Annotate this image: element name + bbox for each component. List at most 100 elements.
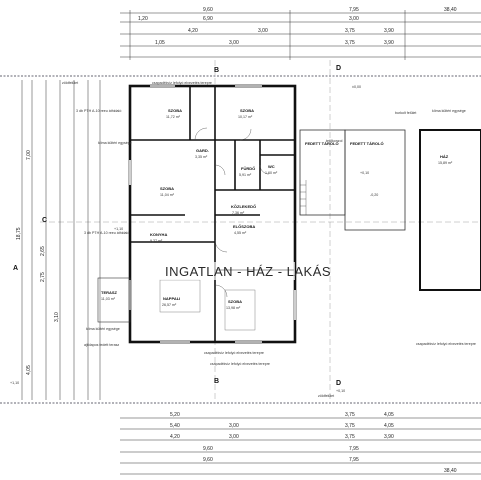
room-2-name: SZOBA bbox=[240, 108, 254, 113]
dim-top-row3-b: 3,00 bbox=[258, 28, 268, 34]
dim-bottom-row4-b: 7,95 bbox=[349, 446, 359, 452]
room-wc-area: 1,60 m² bbox=[265, 171, 278, 175]
room-1-name: SZOBA bbox=[168, 108, 182, 113]
room-living-name: NAPPALI bbox=[163, 296, 180, 301]
room-wc-name: WC bbox=[268, 164, 275, 169]
green-area-label-top: zöldfelület bbox=[62, 81, 78, 85]
dim-bottom-row3-d: 3,90 bbox=[384, 434, 394, 440]
note-gutter-top: csapadékvíz lefolyó elvezetés terepre bbox=[152, 81, 212, 85]
note-pth-top: 3 db PTH A-10 reeu áthidaló bbox=[76, 109, 121, 113]
windows bbox=[129, 85, 296, 343]
axis-d-bottom: D bbox=[336, 380, 341, 387]
room-2-area: 10,17 m² bbox=[238, 115, 253, 119]
note-roof-slab: ajtólapos fedett terasz bbox=[84, 343, 119, 347]
room-bedroom-name: SZOBA bbox=[228, 299, 242, 304]
room-terrace-area: 11,03 m² bbox=[101, 297, 116, 301]
dim-top-row2-b: 6,90 bbox=[203, 16, 213, 22]
level-4: -0,20 bbox=[370, 193, 378, 197]
storage-area-outline bbox=[344, 129, 406, 231]
dim-bottom-total: 38,40 bbox=[444, 468, 457, 474]
watermark: INGATLAN - HÁZ - LAKÁS bbox=[165, 264, 331, 279]
note-climate-right: klíma kültéri egysége bbox=[432, 109, 466, 113]
interior-walls bbox=[130, 86, 295, 342]
dim-left-d: 3,10 bbox=[54, 312, 60, 322]
note-climate-left: klíma kültéri egysége bbox=[98, 141, 132, 145]
terrace-outline bbox=[97, 277, 131, 323]
room-entry-name: ELŐSZOBA bbox=[233, 224, 255, 229]
dim-top-row4-a: 1,05 bbox=[155, 40, 165, 46]
room-corridor-area: 11,04 m² bbox=[160, 193, 175, 197]
note-pth-mid: 3 db PTH A-10 reeu áthidaló bbox=[84, 231, 129, 235]
dim-bottom-row3-b: 3,00 bbox=[229, 434, 239, 440]
axis-b-bottom: B bbox=[214, 378, 219, 385]
watermark-backdrop bbox=[160, 262, 295, 280]
dim-bottom-row2-c: 3,75 bbox=[345, 423, 355, 429]
dim-top-row4-c: 3,75 bbox=[345, 40, 355, 46]
dim-top-1: 9,60 bbox=[203, 7, 213, 13]
room-bath-name: FÜRDŐ bbox=[241, 166, 255, 171]
room-entry-area: 4,55 m² bbox=[234, 231, 247, 235]
room-living-area: 26,57 m² bbox=[162, 303, 177, 307]
dim-top-row4-b: 3,00 bbox=[229, 40, 239, 46]
room-side-name: HÁZ bbox=[440, 154, 449, 159]
room-side-area: 15,89 m² bbox=[438, 161, 453, 165]
level-2: ±0,00 bbox=[352, 85, 361, 89]
dim-top-row2-a: 1,20 bbox=[138, 16, 148, 22]
room-kitchen-area: 9,37 m² bbox=[150, 239, 163, 243]
room-hall-name: KÖZLEKEDŐ bbox=[231, 204, 256, 209]
note-gutter-right: csapadékvíz lefolyó elvezetés terepre bbox=[416, 342, 476, 346]
door-swings bbox=[194, 127, 270, 298]
axis-c-left: C bbox=[42, 217, 47, 224]
bottom-dimension-chain bbox=[120, 417, 481, 475]
dim-top-2: 7,95 bbox=[349, 7, 359, 13]
dim-left-b: 2,75 bbox=[40, 272, 46, 282]
note-gutter-bottom-2: csapadékvíz lefolyó elvezetés terepre bbox=[210, 362, 270, 366]
dim-top-row3-d: 3,90 bbox=[384, 28, 394, 34]
dim-bottom-row1-c: 4,05 bbox=[384, 412, 394, 418]
room-bedroom-area: 13,98 m² bbox=[226, 306, 241, 310]
dim-bottom-row3-c: 3,75 bbox=[345, 434, 355, 440]
dim-bottom-row2-b: 3,00 bbox=[229, 423, 239, 429]
stairs bbox=[299, 180, 307, 215]
dim-left-a: 7,00 bbox=[26, 150, 32, 160]
top-dimension-chain bbox=[120, 10, 481, 60]
dim-bottom-row2-a: 5,40 bbox=[170, 423, 180, 429]
dim-bottom-row1-b: 3,75 bbox=[345, 412, 355, 418]
dim-left-c: 2,65 bbox=[40, 246, 46, 256]
window-frames bbox=[150, 84, 262, 344]
axis-b-top: B bbox=[214, 67, 219, 74]
left-dimension-chain bbox=[21, 80, 101, 400]
room-wardrobe-name: GARD. bbox=[196, 148, 209, 153]
dim-bottom-row1-a: 5,20 bbox=[170, 412, 180, 418]
level-1: +1,10 bbox=[10, 381, 19, 385]
dim-bottom-row5-b: 7,95 bbox=[349, 457, 359, 463]
room-corridor-name: SZOBA bbox=[160, 186, 174, 191]
green-area-label-bottom: zöldfelület bbox=[318, 394, 334, 398]
room-terrace-name: TERASZ bbox=[101, 290, 118, 295]
dim-left-total: 18,75 bbox=[16, 227, 22, 240]
level-3: +0,10 bbox=[360, 171, 369, 175]
room-kitchen-name: KONYHA bbox=[150, 232, 167, 237]
dim-bottom-row5-a: 9,60 bbox=[203, 457, 213, 463]
roof-console-label: tetőkonzol bbox=[326, 139, 343, 143]
level-5: +1,10 bbox=[114, 227, 123, 231]
paved-area-label: burkolt felület bbox=[395, 111, 416, 115]
building-outline bbox=[128, 84, 297, 344]
dim-top-total: 38,40 bbox=[444, 7, 457, 13]
dim-bottom-row2-d: 4,05 bbox=[384, 423, 394, 429]
storage-label-2: FEDETT TÁROLÓ bbox=[350, 141, 384, 146]
level-6: +0,10 bbox=[336, 389, 345, 393]
dim-bottom-row3-a: 4,20 bbox=[170, 434, 180, 440]
axis-a-left: A bbox=[13, 265, 18, 272]
bed-outline bbox=[224, 289, 256, 331]
dim-top-row4-d: 3,90 bbox=[384, 40, 394, 46]
dim-top-row3-a: 4,20 bbox=[188, 28, 198, 34]
neighbor-building-outline bbox=[419, 129, 481, 291]
covered-storage-label: FEDETT TÁROLÓ bbox=[305, 141, 339, 146]
dim-top-row3-c: 3,75 bbox=[345, 28, 355, 34]
dim-bottom-row4-a: 9,60 bbox=[203, 446, 213, 452]
room-1-area: 11,72 m² bbox=[166, 115, 181, 119]
dim-left-e: 4,05 bbox=[26, 365, 32, 375]
room-bath-area: 5,91 m² bbox=[239, 173, 252, 177]
